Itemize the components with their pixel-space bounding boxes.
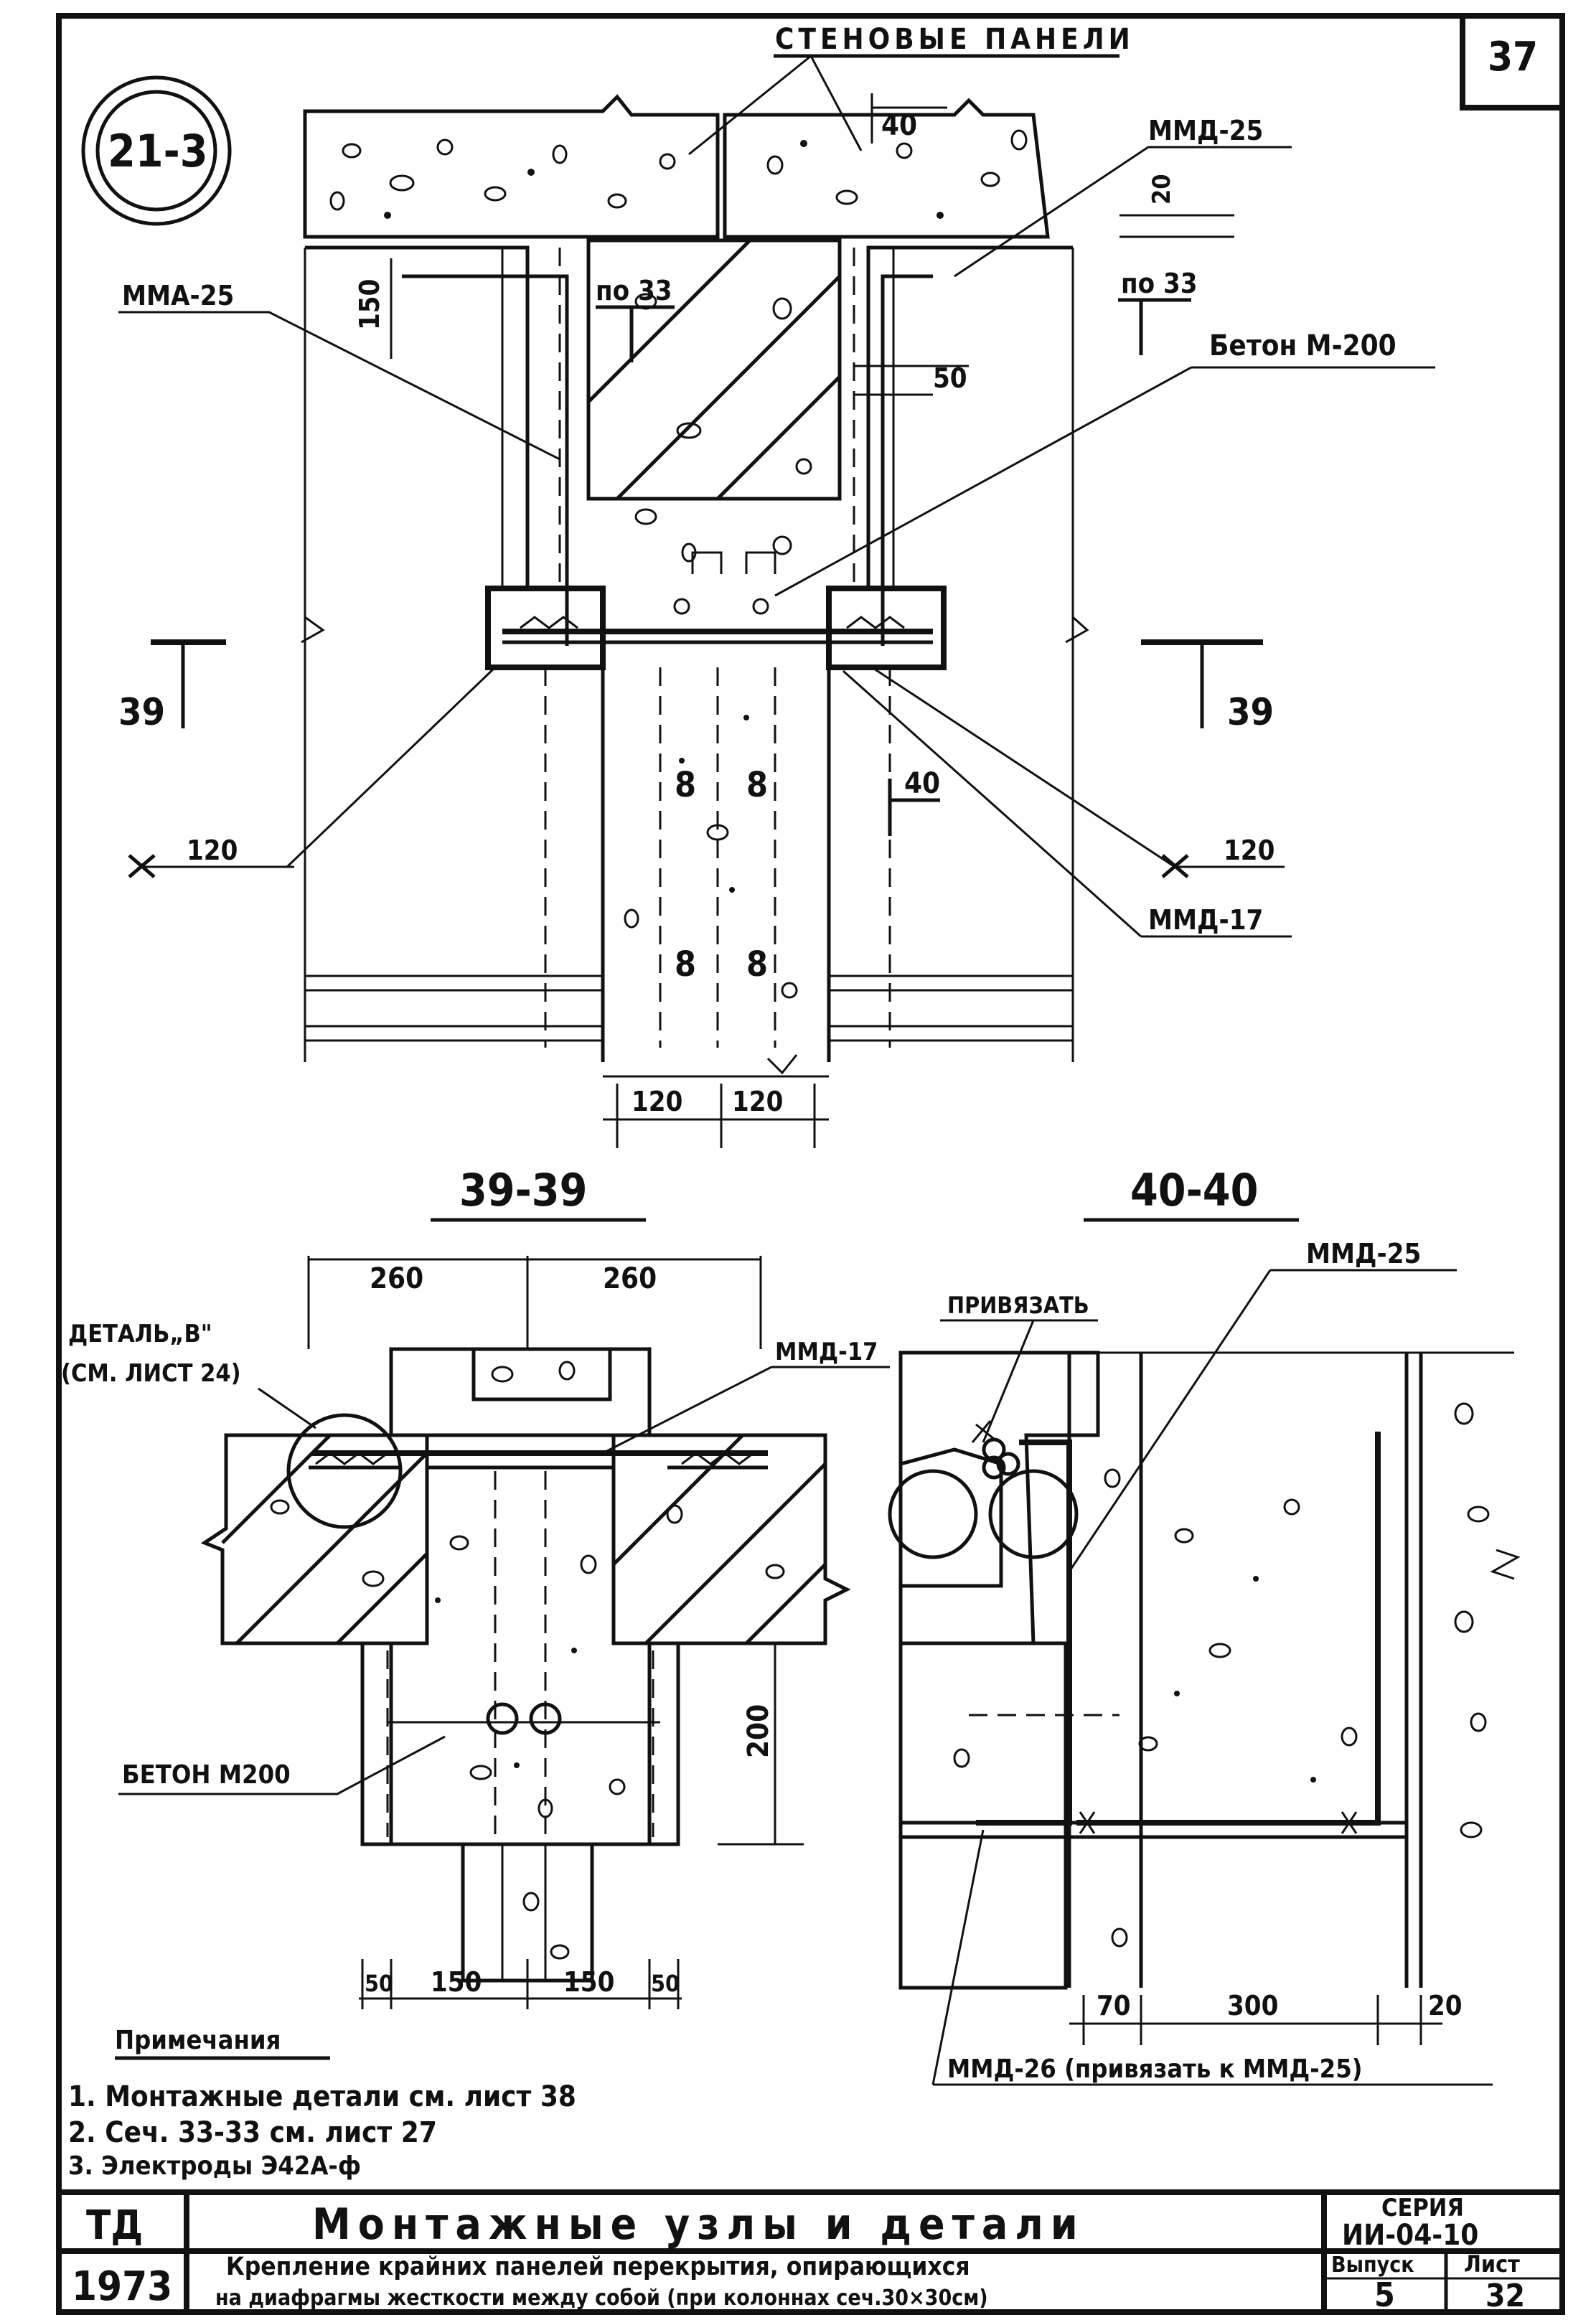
leader-120-left: 120 — [128, 666, 497, 878]
section-39-title: 39-39 — [459, 1164, 587, 1216]
sec40-mmd25: ММД-25 — [1306, 1238, 1421, 1269]
stamp: 21-3 — [81, 75, 232, 226]
tb-vypusk-value: 5 — [1374, 2276, 1395, 2314]
dim-200: 200 — [742, 1704, 775, 1758]
tb-vypusk-label: Выпуск — [1331, 2253, 1414, 2278]
cut-39-left: 39 — [118, 639, 226, 734]
tb-seria-label: СЕРИЯ — [1381, 2194, 1464, 2222]
plan-mmd25-right: ММД-25 — [1148, 115, 1263, 146]
stamp-label: 21-3 — [108, 125, 208, 177]
cut-39-left-label: 39 — [118, 691, 165, 734]
title-block: ТД 1973 Монтажные узлы и детали Креплени… — [59, 2189, 1562, 2314]
dim-50-plan: 50 — [933, 362, 967, 394]
section-40-40: 40-40 ММД-25 ПРИВЯЗАТЬ — [888, 1164, 1521, 2086]
dim-120-bottom-b: 120 — [732, 1086, 783, 1117]
bar-n8-c: 8 — [675, 944, 696, 985]
notes: Примечания 1. Монтажные детали см. лист … — [68, 2026, 576, 2181]
corner-number-box — [1460, 16, 1562, 111]
sec39-beton: БЕТОН М200 — [122, 1760, 291, 1790]
sec40-mmd26: ММД-26 (привязать к ММД-25) — [947, 2054, 1363, 2084]
plan-view: СТЕНОВЫЕ ПАНЕЛИ 40 — [118, 23, 1435, 1148]
tb-list-label: Лист — [1464, 2250, 1520, 2278]
section-40-title: 40-40 — [1130, 1164, 1258, 1216]
dim-120-left: 120 — [187, 835, 238, 866]
tb-seria-value: ИИ-04-10 — [1342, 2219, 1478, 2252]
dim-50-left: 50 — [365, 1970, 393, 1997]
plan-po33-right: по 33 — [1121, 268, 1198, 299]
dim-150: 150 — [354, 279, 385, 330]
cut-40-marker: 40 — [888, 767, 940, 836]
plan-mmd17: ММД-17 — [1148, 904, 1263, 936]
detail-b-ref: (СМ. ЛИСТ 24) — [61, 1359, 241, 1388]
corner-number: 37 — [1488, 34, 1538, 80]
dim-120-bottom-a: 120 — [632, 1086, 682, 1117]
tb-subtitle-2: на диафрагмы жесткости между собой (при … — [215, 2286, 988, 2311]
wall-aggregate — [329, 129, 1028, 219]
dim-300: 300 — [1227, 1990, 1278, 2021]
plan-po33-left: по 33 — [596, 275, 672, 306]
sec39-mmd17: ММД-17 — [775, 1338, 878, 1366]
outer-frame — [56, 13, 1565, 2315]
sec40-privyazat: ПРИВЯЗАТЬ — [947, 1292, 1089, 1319]
bar-n8-b: 8 — [746, 765, 768, 805]
tb-subtitle-1: Крепление крайних панелей перекрытия, оп… — [226, 2253, 970, 2281]
cut-39-right-label: 39 — [1227, 691, 1274, 734]
bar-n8-d: 8 — [746, 944, 768, 985]
tb-code: ТД — [86, 2202, 143, 2249]
dim-20-top: 20 — [1147, 174, 1176, 205]
dim-120-right: 120 — [1224, 835, 1275, 866]
section-39-39: 39-39 260 260 ДЕТАЛЬ„В" (СМ. ЛИСТ 24) — [61, 1164, 890, 2009]
dim-150-left: 150 — [431, 1966, 482, 1998]
tb-main-title: Монтажные узлы и детали — [312, 2199, 1085, 2250]
dim-20: 20 — [1428, 1990, 1463, 2021]
leader-120-right: 120 — [871, 666, 1285, 878]
dim-70: 70 — [1097, 1990, 1131, 2021]
note-2: 2. Сеч. 33-33 см. лист 27 — [68, 2116, 437, 2149]
notes-heading: Примечания — [115, 2026, 281, 2055]
wall-panels-title: СТЕНОВЫЕ ПАНЕЛИ — [775, 23, 1135, 56]
plan-beton: Бетон М-200 — [1209, 329, 1396, 362]
note-1: 1. Монтажные детали см. лист 38 — [68, 2080, 576, 2113]
plan-mmd25-left: ММА-25 — [122, 280, 234, 311]
detail-b-circle — [286, 1413, 403, 1529]
dim-260-b: 260 — [603, 1262, 657, 1295]
dim-40-top: 40 — [881, 109, 917, 142]
dim-150-right: 150 — [563, 1966, 614, 1998]
detail-b-label: ДЕТАЛЬ„В" — [68, 1320, 212, 1348]
tb-list-value: 32 — [1485, 2278, 1525, 2314]
dim-50-right: 50 — [651, 1970, 680, 1997]
cut-40-label: 40 — [904, 767, 940, 800]
column-hatch — [587, 239, 841, 500]
cut-39-right: 39 — [1141, 639, 1274, 734]
tb-year: 1973 — [72, 2263, 172, 2310]
bar-n8-a: 8 — [675, 765, 696, 805]
dim-260-a: 260 — [370, 1262, 423, 1295]
note-3: 3. Электроды Э42А-ф — [68, 2151, 361, 2181]
